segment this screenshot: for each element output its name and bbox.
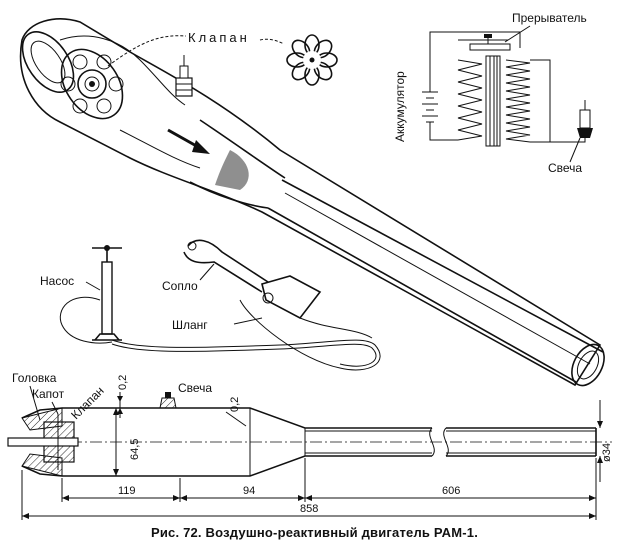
pump-label: Насос <box>40 274 74 288</box>
spark-plug-label-section: Свеча <box>178 381 212 395</box>
valve-label-top: Клапан <box>188 30 250 45</box>
hose-label: Шланг <box>172 318 208 332</box>
valve-label-section: Клапан <box>68 384 107 423</box>
length-cone-dim: 94 <box>243 485 255 497</box>
diameter-chamber-dim: 64,5 <box>129 439 141 460</box>
gap-left-dim: 0,2 <box>117 375 129 390</box>
figure-caption: Рис. 72. Воздушно-реактивный двигатель Р… <box>150 525 479 540</box>
diameter-pipe-dim: ø34 <box>601 443 613 462</box>
engine-section-drawing: 0,2 0,2 64,5 ø34 119 94 606 <box>7 375 613 520</box>
length-chamber-dim: 119 <box>118 485 136 497</box>
accumulator-label: Аккумулятор <box>393 71 407 142</box>
head-label: Головка <box>12 371 57 385</box>
hood-label: Капот <box>32 387 65 401</box>
length-pipe-dim: 606 <box>442 485 460 497</box>
battery-icon <box>422 91 438 123</box>
valve-callout: Клапан <box>107 30 338 86</box>
engine-perspective-drawing <box>19 18 605 387</box>
spark-plug-section-icon <box>159 392 177 409</box>
spark-plug-icon <box>577 100 593 138</box>
interrupter-label: Прерыватель <box>512 11 587 25</box>
pump-assembly: Насос Шланг Сопло <box>40 239 381 371</box>
interrupter-icon <box>469 34 511 51</box>
length-total-dim: 858 <box>300 503 318 515</box>
spark-plug-on-body <box>175 55 193 97</box>
valve-flower-icon <box>286 34 338 86</box>
gap-right-dim: 0,2 <box>229 397 241 412</box>
ignition-circuit: Аккумулятор Прерыватель <box>393 11 593 175</box>
nozzle-label: Сопло <box>162 279 198 293</box>
spark-plug-label-top: Свеча <box>548 161 582 175</box>
